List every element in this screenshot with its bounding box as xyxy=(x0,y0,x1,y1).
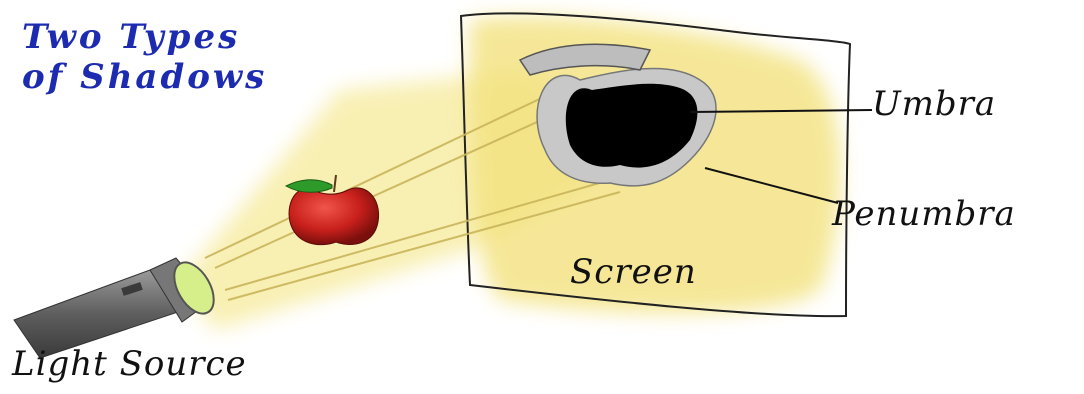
umbra-label: Umbra xyxy=(872,84,997,124)
umbra-pointer xyxy=(689,109,873,113)
umbra-shadow xyxy=(565,83,698,168)
beam-edges xyxy=(204,94,621,301)
light-source-label: Light Source xyxy=(12,344,247,384)
screen-label: Screen xyxy=(570,252,697,292)
flashlight xyxy=(13,257,215,359)
penumbra-stem xyxy=(518,43,652,76)
penumbra-label: Penumbra xyxy=(832,194,1016,234)
screen-panel xyxy=(459,12,852,318)
penumbra-pointer xyxy=(704,167,839,204)
title-line-1: Two Types xyxy=(22,17,241,57)
apple xyxy=(284,174,380,246)
title-line-2: of Shadows xyxy=(22,57,268,97)
